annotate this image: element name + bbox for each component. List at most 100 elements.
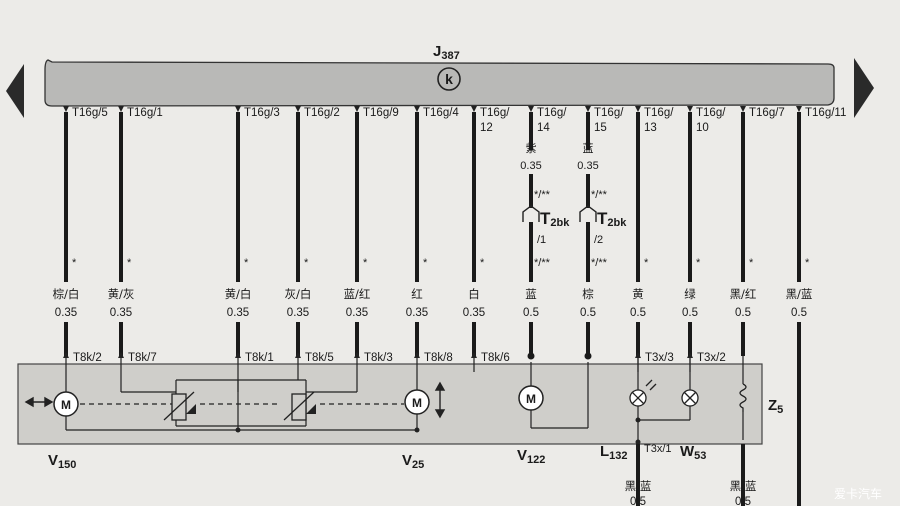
bottom-wire-color: 黑/蓝	[625, 479, 652, 493]
bottom-wire-group: 黑/蓝0.5黑/蓝0.5	[625, 444, 757, 506]
box-pin-label: T3x/3	[645, 352, 674, 364]
module-pin-label: T16g/9	[363, 107, 399, 119]
svg-text:M: M	[412, 396, 422, 410]
pin-arrow-icon	[235, 106, 241, 112]
wire-color: 棕/白	[53, 287, 80, 301]
junction-dots	[235, 417, 641, 433]
bottom-wire-color: 黑/蓝	[730, 479, 757, 493]
svg-text:M: M	[61, 398, 71, 412]
lamp-l132-icon	[629, 379, 657, 407]
heater-z5-icon	[739, 383, 747, 412]
pin-arrow-icon	[471, 106, 477, 112]
wire: *红0.35	[406, 112, 428, 356]
connector-pin: /1	[537, 234, 546, 246]
connector-icon	[522, 205, 540, 222]
wire: *白0.35	[463, 112, 485, 356]
box-pin-label: T8k/1	[245, 352, 274, 364]
wire-mark: *	[480, 257, 485, 269]
bottom-wire-gauge: 0.5	[630, 496, 646, 506]
module-pin-label: T16g/1	[127, 107, 163, 119]
label-l132: L132	[600, 443, 628, 462]
pin-arrow-icon	[414, 352, 420, 358]
wire-gauge: 0.5	[630, 307, 646, 319]
potentiometer-2-icon	[283, 391, 316, 421]
module-pin-label: T16g/	[696, 107, 726, 119]
wire-gauge: 0.35	[110, 307, 132, 319]
potentiometer-1-icon	[163, 391, 196, 421]
wire: 紫0.35*/**T2bk/1*/**蓝0.5	[520, 112, 570, 360]
wire: *黄/灰0.35	[108, 112, 134, 356]
box-pin-label: T8k/8	[424, 352, 453, 364]
pin-arrow-icon	[585, 106, 591, 112]
module-pin-label-2: 13	[644, 122, 657, 134]
wire-group: *棕/白0.35*黄/灰0.35*黄/白0.35*灰/白0.35*蓝/红0.35…	[53, 112, 812, 506]
module-pin-label-2: 14	[537, 122, 550, 134]
wire-top-gauge: 0.35	[577, 160, 598, 172]
wire-color: 黄/白	[225, 287, 252, 301]
module-pin-label: T16g/2	[304, 107, 340, 119]
label-t3x1: T3x/1	[644, 443, 672, 455]
box-pin-label: T8k/5	[305, 352, 334, 364]
pin-arrow-icon	[796, 106, 802, 112]
box-pin-label: T8k/2	[73, 352, 102, 364]
splice-dot	[584, 352, 592, 360]
wire-top-color: 蓝	[583, 142, 594, 155]
pin-arrow-icon	[235, 352, 241, 358]
module-pin-label: T16g/4	[423, 107, 459, 119]
wire: *蓝/红0.35	[344, 112, 371, 356]
wire-gauge: 0.35	[287, 307, 309, 319]
module-pin-label: T16g/7	[749, 107, 785, 119]
wire-gauge: 0.5	[791, 307, 807, 319]
module-pin-label: T16g/11	[805, 107, 846, 119]
module-pin-label-2: 12	[480, 122, 493, 134]
wire-mark: *	[363, 257, 368, 269]
pin-arrow-icon	[635, 352, 641, 358]
pin-arrow-icon	[687, 352, 693, 358]
pin-arrow-icon	[687, 106, 693, 112]
connector-pin: /2	[594, 234, 603, 246]
next-page-arrow-icon[interactable]	[854, 58, 874, 118]
label-v150: V150	[48, 452, 76, 471]
wire-mark: *	[805, 257, 810, 269]
pin-arrow-icon	[354, 106, 360, 112]
label-v25: V25	[402, 452, 424, 471]
pin-arrow-icon	[471, 352, 477, 358]
wire-gauge: 0.35	[463, 307, 485, 319]
box-pin-label: T8k/6	[481, 352, 510, 364]
prev-page-arrow-icon[interactable]	[6, 64, 24, 118]
box-pin-label: T8k/7	[128, 352, 157, 364]
wire-gauge: 0.35	[55, 307, 77, 319]
wire: *绿0.5	[682, 112, 701, 356]
box-pin-group: T8k/2 T8k/7 T8k/1 T8k/5 T8k/3 T8k/8 T8k/6 T3x/3…	[63, 352, 726, 372]
wire-color: 黑/红	[730, 287, 757, 301]
pin-arrow-icon	[354, 352, 360, 358]
wire-color: 蓝	[525, 287, 537, 301]
box-pin-label: T8k/3	[364, 352, 393, 364]
wire-gauge: 0.35	[406, 307, 428, 319]
module-pin-label: T16g/3	[244, 107, 280, 119]
wire-top-mark: */**	[591, 189, 608, 201]
wire-color: 绿	[684, 287, 696, 301]
wire-gauge: 0.35	[227, 307, 249, 319]
wire: *灰/白0.35	[285, 112, 312, 356]
label-v122: V122	[517, 447, 545, 466]
wire-top-mark: */**	[534, 189, 551, 201]
pin-arrow-icon	[63, 352, 69, 358]
wire-gauge: 0.5	[580, 307, 596, 319]
wire-mark: */**	[591, 257, 608, 269]
wire: 蓝0.35*/**T2bk/2*/**棕0.5	[577, 112, 627, 360]
double-arrow-vertical-icon	[434, 381, 446, 419]
wire: *棕/白0.35	[53, 112, 80, 356]
connector-label: T2bk	[597, 209, 627, 229]
pin-arrow-icon	[63, 106, 69, 112]
pin-arrow-icon	[414, 106, 420, 112]
wire-color: 蓝/红	[344, 287, 371, 301]
label-w53: W53	[680, 443, 706, 462]
wire-color: 灰/白	[285, 287, 312, 301]
module-pin-label: T16g/	[480, 107, 510, 119]
wire-gauge: 0.5	[735, 307, 751, 319]
splice-dot	[527, 352, 535, 360]
module-name: J387	[433, 43, 460, 62]
module-symbol-letter: k	[445, 71, 453, 87]
